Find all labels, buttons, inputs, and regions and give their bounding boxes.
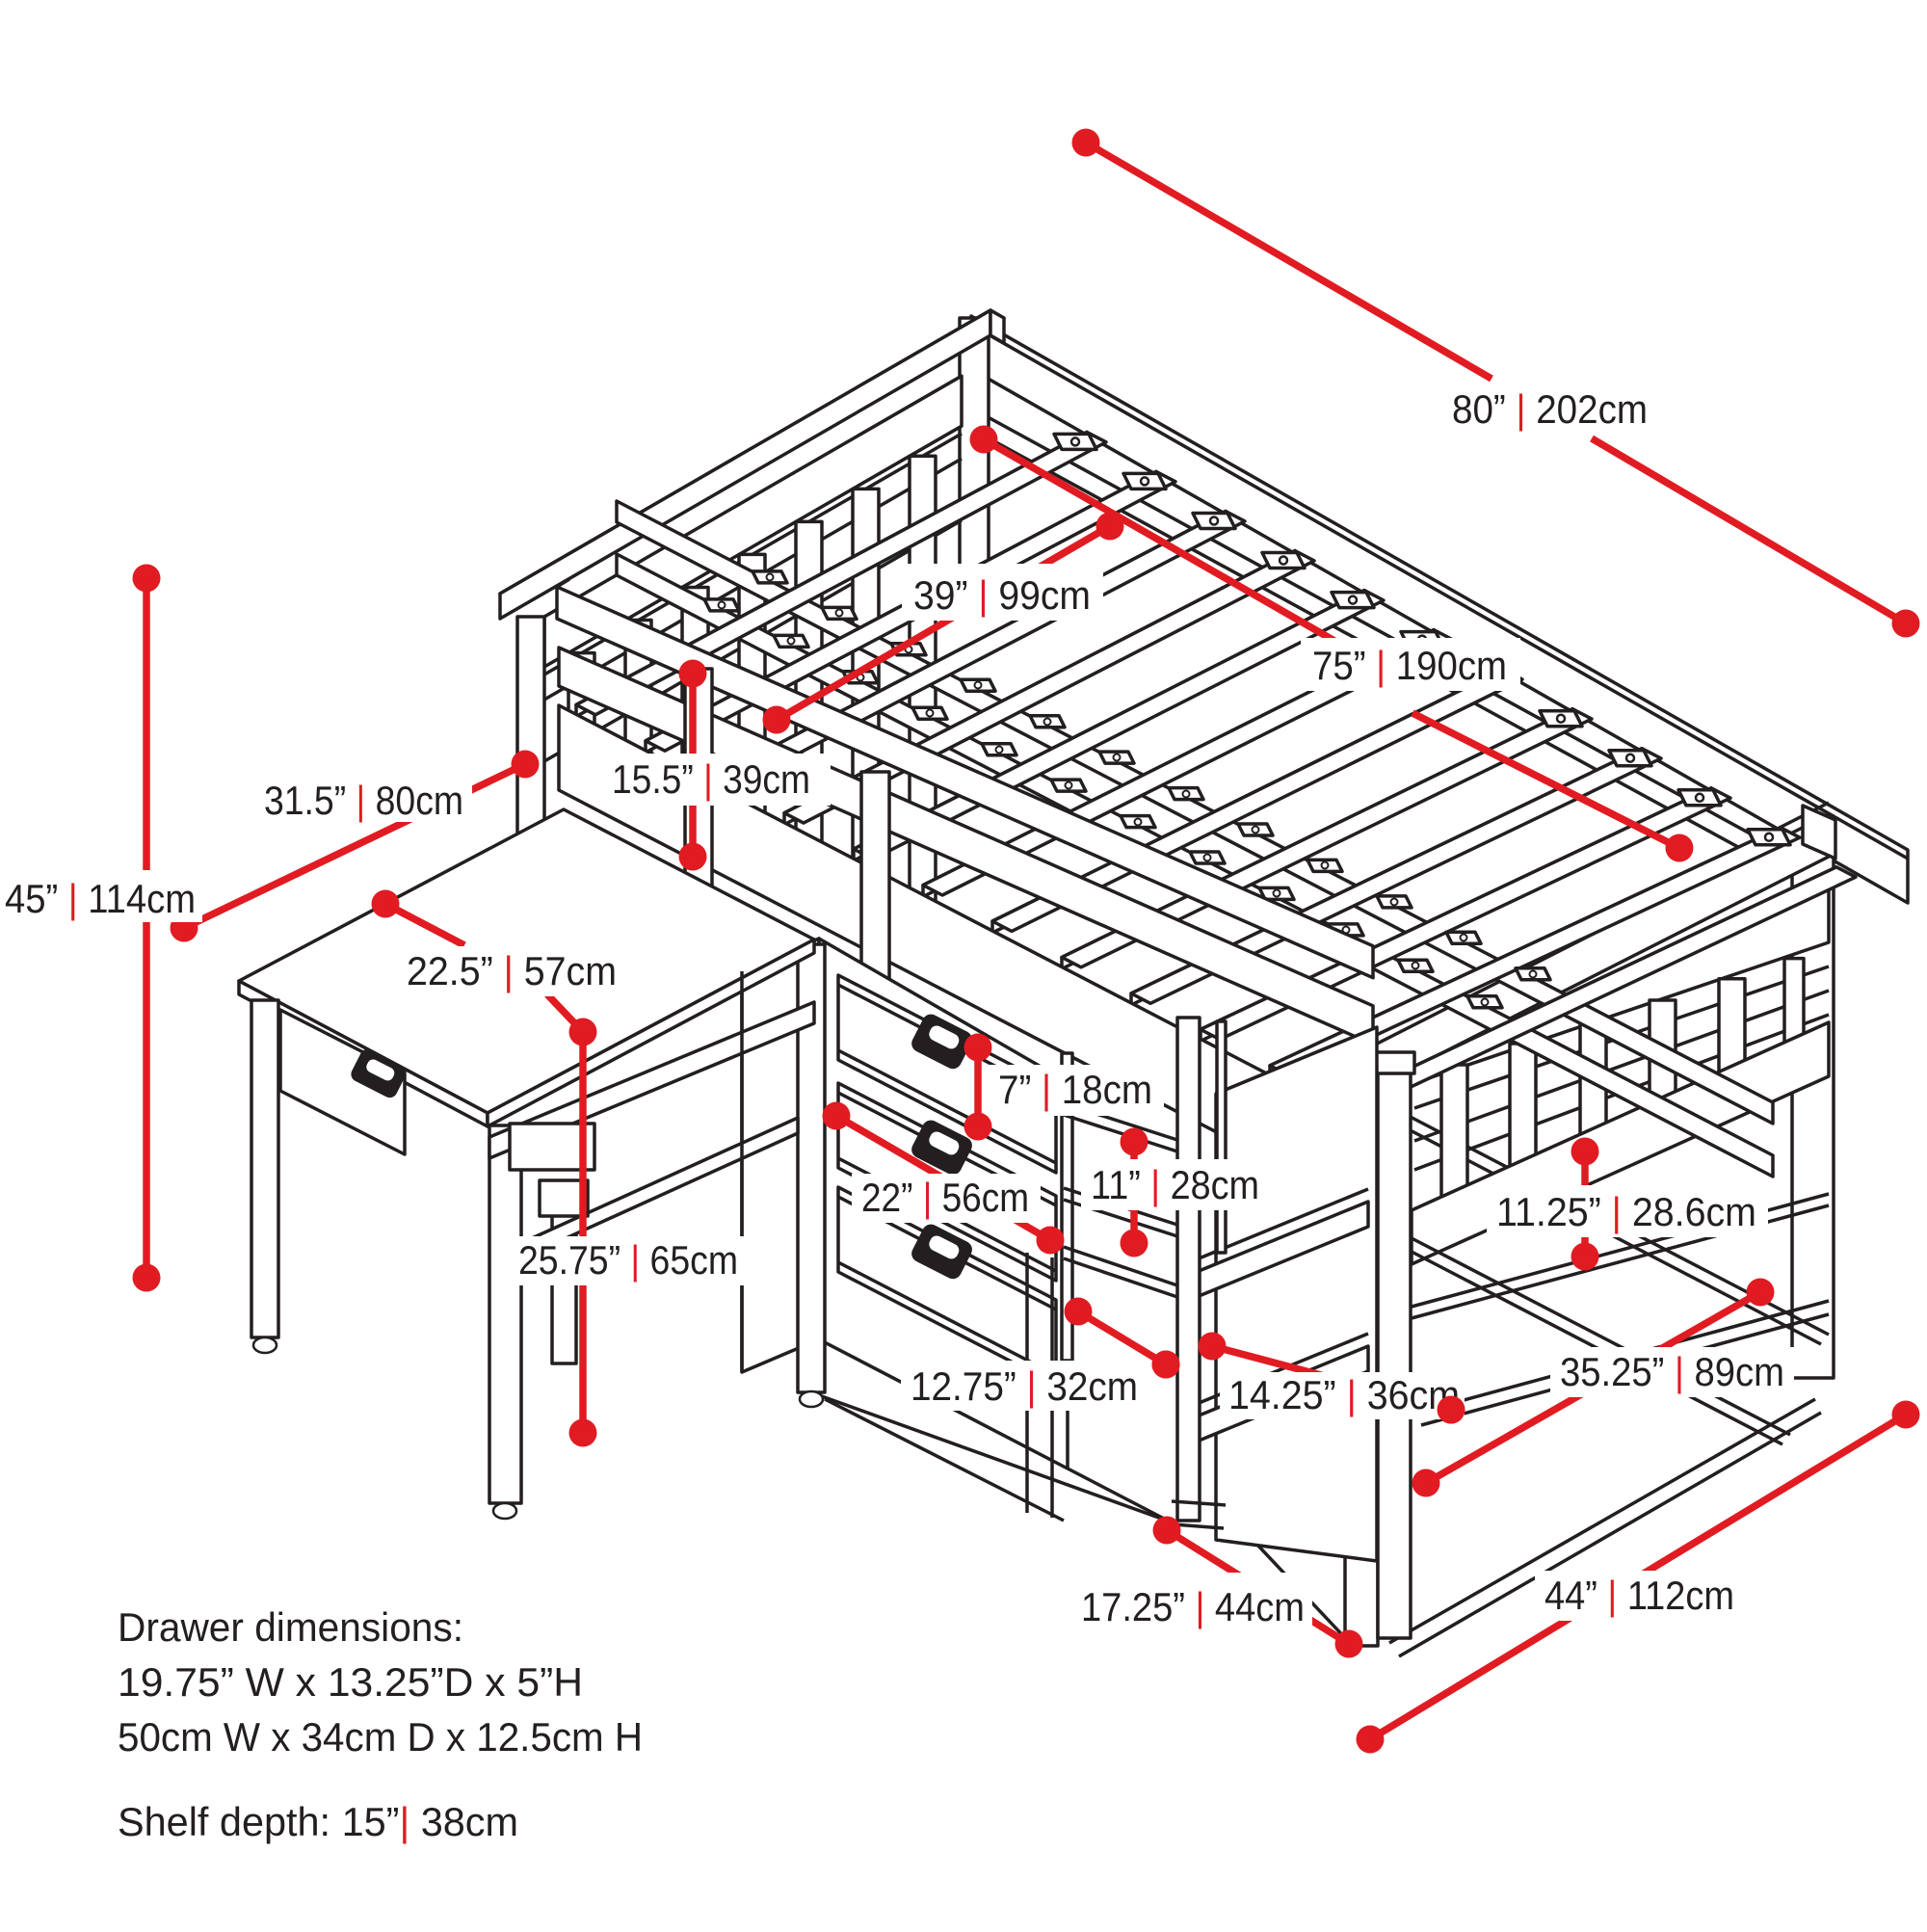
svg-text:45” | 114cm: 45” | 114cm <box>5 876 196 921</box>
svg-text:19.75” W x 13.25”D x 5”H: 19.75” W x 13.25”D x 5”H <box>118 1659 583 1705</box>
svg-text:Shelf depth: 15”| 38cm: Shelf depth: 15”| 38cm <box>118 1799 518 1844</box>
svg-text:Drawer dimensions:: Drawer dimensions: <box>118 1604 463 1650</box>
svg-text:25.75” | 65cm: 25.75” | 65cm <box>518 1237 738 1283</box>
svg-text:75” | 190cm: 75” | 190cm <box>1312 643 1507 688</box>
svg-text:12.75” | 32cm: 12.75” | 32cm <box>911 1363 1138 1409</box>
svg-text:44” | 112cm: 44” | 112cm <box>1544 1573 1734 1618</box>
svg-text:35.25” | 89cm: 35.25” | 89cm <box>1560 1349 1784 1394</box>
svg-text:11.25” | 28.6cm: 11.25” | 28.6cm <box>1496 1189 1756 1234</box>
svg-text:31.5” | 80cm: 31.5” | 80cm <box>264 778 463 823</box>
svg-text:80” | 202cm: 80” | 202cm <box>1452 386 1648 432</box>
svg-text:39” | 99cm: 39” | 99cm <box>913 572 1091 618</box>
svg-text:50cm W x 34cm D x 12.5cm H: 50cm W x 34cm D x 12.5cm H <box>118 1714 643 1760</box>
svg-text:22.5” | 57cm: 22.5” | 57cm <box>407 948 617 993</box>
svg-text:22” | 56cm: 22” | 56cm <box>861 1175 1029 1220</box>
svg-text:7” | 18cm: 7” | 18cm <box>998 1067 1152 1112</box>
svg-text:17.25” | 44cm: 17.25” | 44cm <box>1081 1584 1305 1629</box>
svg-text:15.5” | 39cm: 15.5” | 39cm <box>612 756 810 802</box>
svg-text:11” | 28cm: 11” | 28cm <box>1091 1162 1259 1207</box>
svg-text:14.25” | 36cm: 14.25” | 36cm <box>1228 1372 1460 1417</box>
